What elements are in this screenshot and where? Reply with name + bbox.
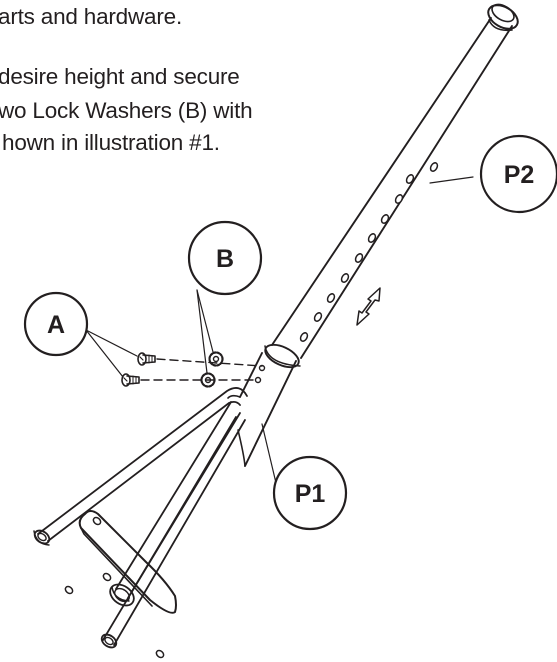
leader-lines (85, 176, 474, 484)
callout-a-label: A (47, 311, 65, 339)
adjustment-holes (299, 162, 439, 342)
base-plate (33, 510, 177, 659)
callout-p1-label: P1 (295, 480, 326, 508)
instruction-line-2: desire height and secure (0, 64, 240, 89)
adjust-arrow-icon (356, 287, 381, 326)
screw-icon (121, 373, 140, 387)
callout-p2: P2 (479, 134, 557, 214)
callout-b-label: B (216, 245, 234, 273)
screw-icon (137, 352, 156, 366)
hairpin-rods (33, 387, 248, 646)
lock-washer-icon (208, 351, 224, 367)
tube-p2 (271, 3, 519, 359)
tube-p1 (227, 343, 301, 467)
instruction-line-4: hown in illustration #1. (2, 130, 220, 155)
instruction-line-1: arts and hardware. (0, 4, 183, 29)
callout-p1: P1 (272, 455, 348, 531)
callout-a: A (23, 291, 89, 357)
callout-p2-label: P2 (504, 161, 535, 189)
instruction-line-3: wo Lock Washers (B) with (0, 98, 253, 123)
callout-b: B (187, 220, 263, 296)
assembly-guide-lines (140, 358, 263, 381)
